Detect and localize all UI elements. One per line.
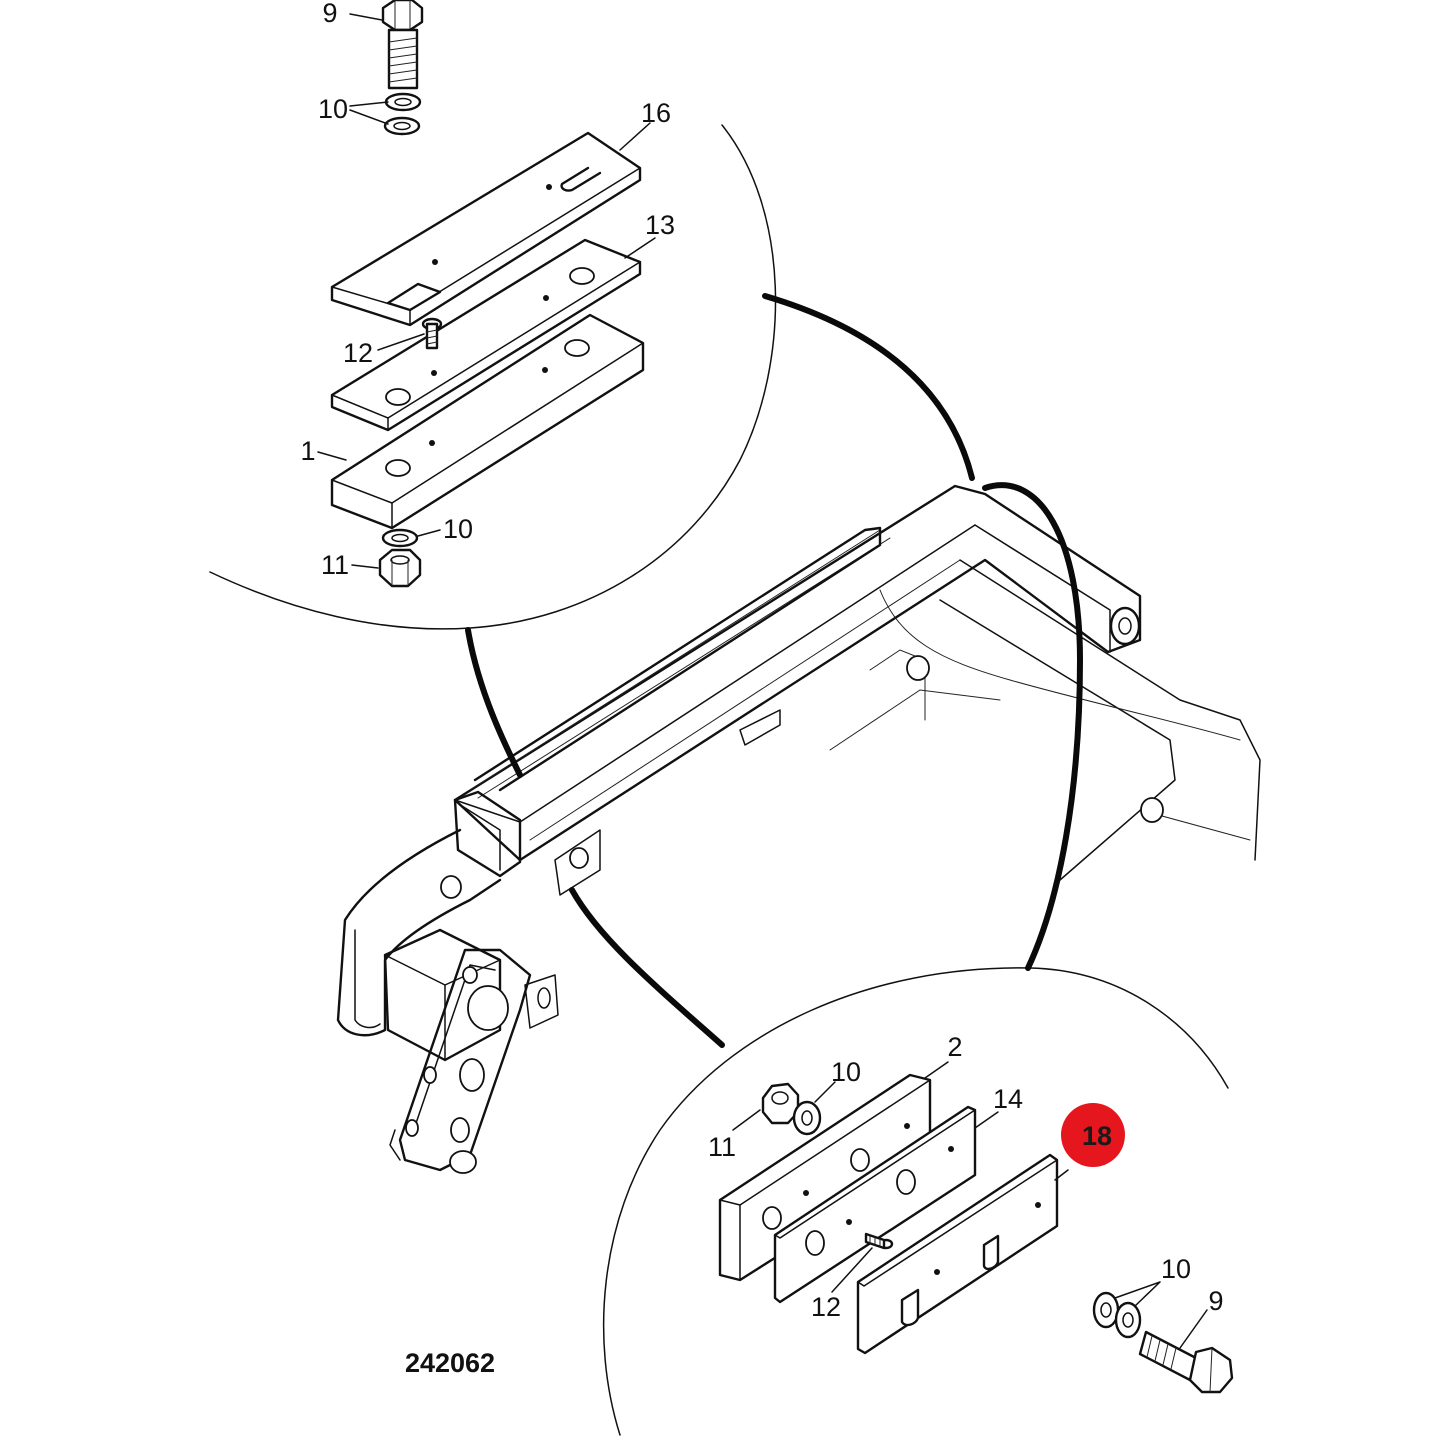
boom-arm-assembly: [336, 484, 1261, 1174]
slotted-shim-18: [856, 1153, 1059, 1355]
top-detail-outline: [209, 124, 777, 630]
bottom-detail-outline: [602, 967, 1229, 1436]
callout-screw-12-bottom: 12: [811, 1292, 841, 1322]
callout-block-2: 2: [947, 1032, 962, 1062]
top-detail-connector-line-lower: [465, 627, 523, 778]
callout-plate-13: 13: [645, 210, 675, 240]
washers-10-top: [383, 92, 422, 136]
plate-13: [330, 238, 642, 432]
washers-10-bottom: [1092, 1291, 1142, 1339]
callout-washers-10-bottom: 10: [1161, 1254, 1191, 1284]
bolt-9-bottom: [1138, 1330, 1234, 1394]
plate-14-bottom: [773, 1105, 977, 1304]
bottom-detail-connector-line-left: [569, 887, 725, 1048]
callout-bolt-9-top: 9: [322, 0, 337, 28]
washer-10-bottom: [792, 1100, 822, 1136]
nut-11-top: [378, 548, 422, 588]
callout-washer-10-top-lower: 10: [443, 514, 473, 544]
top-detail-callout: 9 10 16 13 12 1 10 11: [209, 0, 975, 778]
bottom-detail-callout: 2 10 11 14 12 10 9 18: [569, 482, 1234, 1436]
highlight-badge-label: 18: [1082, 1121, 1112, 1151]
callout-slotted-shim-16: 16: [641, 98, 671, 128]
slotted-shim-16: [330, 131, 642, 327]
drawing-number: 242062: [405, 1348, 495, 1378]
screw-12-top: [421, 317, 443, 350]
top-detail-connector-line: [762, 293, 975, 481]
nut-11-bottom: [761, 1082, 800, 1125]
callout-nut-11-bottom: 11: [708, 1132, 736, 1162]
screw-12-bottom: [864, 1232, 894, 1250]
bolt-9-top: [381, 0, 424, 90]
highlight-badge-18: 18: [1061, 1103, 1125, 1167]
callout-washer-10-bottom: 10: [831, 1057, 861, 1087]
callout-screw-12-top: 12: [343, 338, 373, 368]
bottom-detail-connector-line-right: [982, 482, 1084, 971]
callout-nut-11-top: 11: [321, 550, 349, 580]
highlight-badge-circle: [1061, 1103, 1125, 1167]
callout-washers-10-top: 10: [318, 94, 348, 124]
callout-block-1: 1: [300, 436, 315, 466]
block-1-top: [330, 313, 645, 530]
callout-plate-14: 14: [993, 1084, 1023, 1114]
callout-bolt-9-bottom: 9: [1208, 1286, 1223, 1316]
washer-10-top-lower: [381, 528, 419, 548]
